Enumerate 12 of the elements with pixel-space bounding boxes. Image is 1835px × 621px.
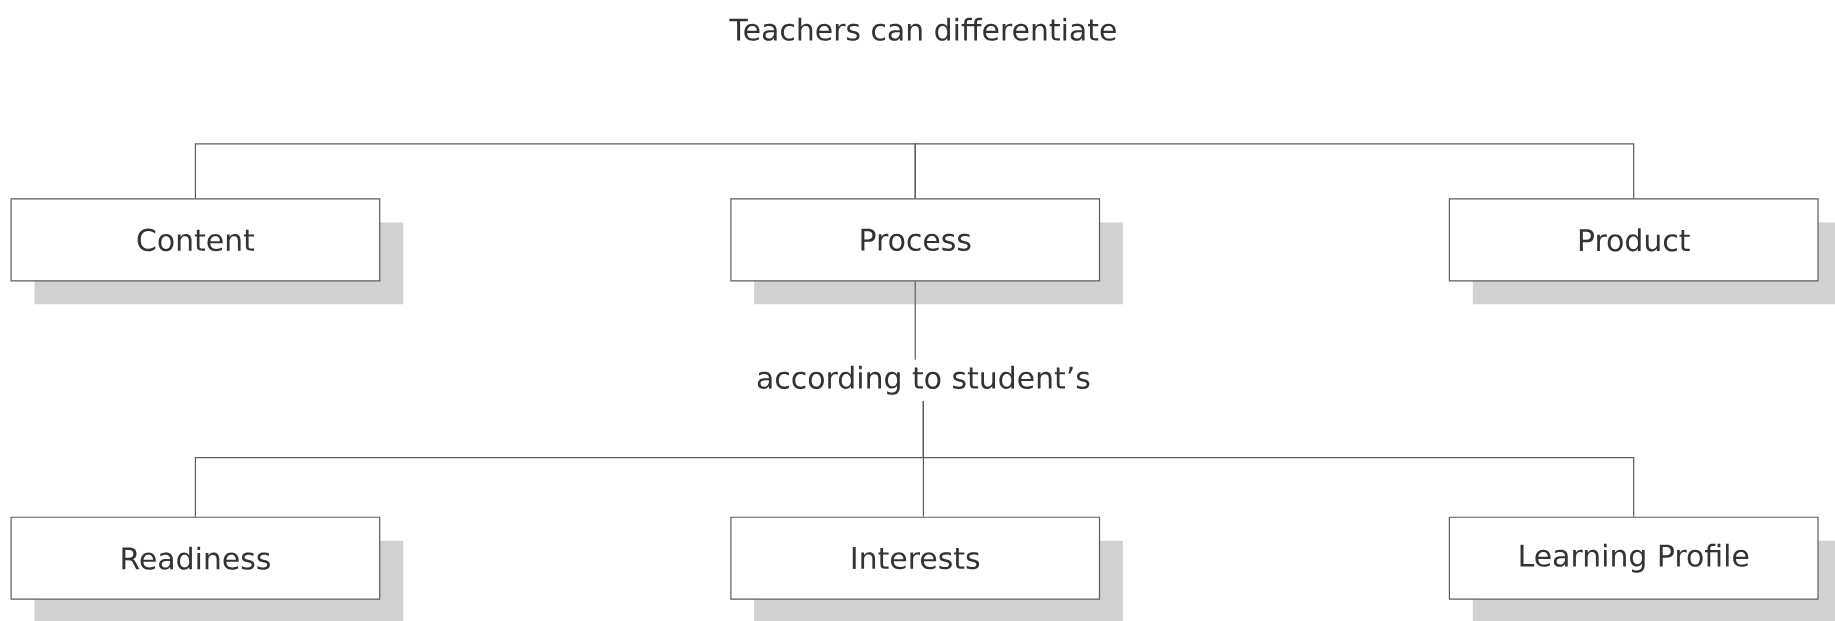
text-box: Readiness bbox=[10, 516, 404, 621]
text-box: Process bbox=[730, 198, 1123, 305]
text-box: Product bbox=[1448, 198, 1835, 305]
text-box: Learning Profile bbox=[1448, 516, 1835, 621]
connector-line bbox=[194, 143, 916, 199]
connector-line bbox=[914, 280, 916, 361]
text-box: Content bbox=[10, 198, 404, 305]
title: Teachers can differentiate bbox=[729, 17, 1116, 41]
text-box: Interests bbox=[730, 516, 1123, 621]
connector-text: according to student’s bbox=[757, 365, 1090, 395]
connector-line bbox=[922, 400, 1635, 518]
connector-line bbox=[914, 143, 1635, 199]
